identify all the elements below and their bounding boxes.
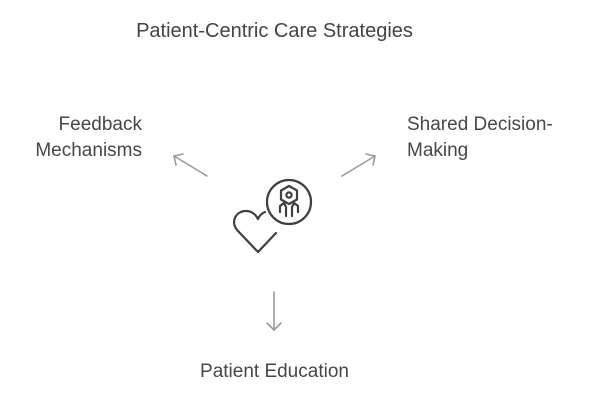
node-patient-education: Patient Education	[0, 359, 549, 385]
node-label-line: Shared Decision-	[407, 114, 553, 135]
arrow-to-patient-education	[266, 291, 282, 331]
hands-icon	[278, 201, 300, 218]
node-shared-decision-making: Shared Decision- Making	[407, 112, 553, 164]
care-circle-icon	[265, 178, 313, 226]
arrow-to-shared-decision	[341, 153, 376, 177]
node-label-line: Patient Education	[200, 361, 349, 382]
node-label-line: Making	[407, 140, 469, 161]
diagram-title: Patient-Centric Care Strategies	[136, 20, 413, 42]
heart-with-hands-icon	[233, 178, 313, 254]
node-label-line: Mechanisms	[35, 140, 142, 161]
node-label-line: Feedback	[58, 114, 142, 135]
node-feedback-mechanisms: Feedback Mechanisms	[35, 112, 142, 164]
hexagon-icon	[279, 184, 299, 206]
heart-icon	[233, 209, 267, 254]
arrow-to-feedback	[173, 153, 208, 177]
